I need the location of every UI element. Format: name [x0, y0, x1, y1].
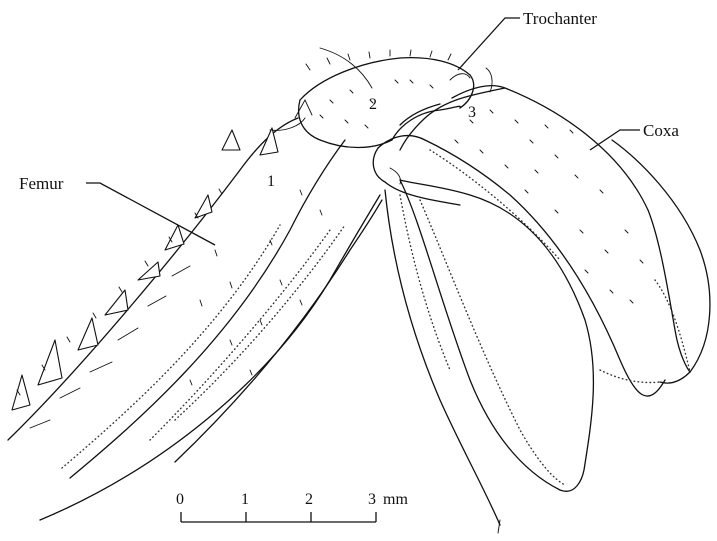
- trochanter-leader: [458, 18, 520, 70]
- scale-tick-3: 3: [368, 491, 376, 508]
- segment-label-1: 1: [267, 173, 275, 190]
- coxa-label: Coxa: [643, 121, 679, 140]
- scale-unit: mm: [383, 491, 408, 508]
- tibia-drawing: [385, 168, 593, 533]
- trochanter-label: Trochanter: [523, 9, 597, 28]
- segment-label-3: 3: [468, 104, 476, 121]
- scale-tick-0: 0: [176, 491, 184, 508]
- scale-tick-2: 2: [305, 491, 313, 508]
- scale-tick-1: 1: [241, 491, 249, 508]
- leader-lines: [86, 18, 640, 245]
- femur-label: Femur: [19, 174, 64, 193]
- scale-bar: 0 1 2 3 mm: [176, 491, 408, 522]
- femur-drawing: [8, 100, 382, 520]
- segment-label-2: 2: [369, 96, 377, 113]
- coxa-leader: [590, 130, 640, 150]
